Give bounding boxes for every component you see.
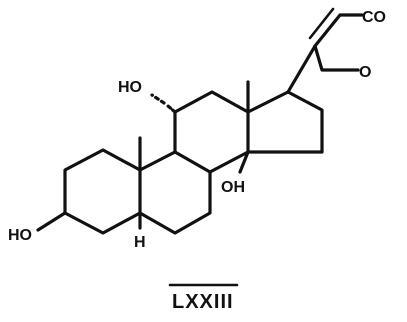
compound-label-group: LXXIII	[168, 283, 239, 313]
c17-c20-bond	[286, 44, 317, 94]
compound-label: LXXIII	[172, 291, 234, 313]
carbonyl-label: CO	[362, 9, 386, 26]
h-5-label: H	[134, 234, 146, 251]
oh-14-label: OH	[221, 179, 245, 196]
lactone-ring	[308, 7, 364, 72]
c11-alpha-oh-bond	[150, 93, 177, 114]
ring-a	[63, 148, 142, 235]
lactone-oxygen-label: O	[359, 64, 371, 81]
ho-3-label: HO	[8, 227, 32, 244]
c14-oh-bond	[238, 150, 250, 174]
ho-11-label: HO	[118, 79, 142, 96]
c3-oh-bond	[36, 211, 67, 232]
ring-b	[138, 150, 212, 235]
ring-d	[246, 90, 324, 154]
ring-c	[173, 90, 250, 174]
